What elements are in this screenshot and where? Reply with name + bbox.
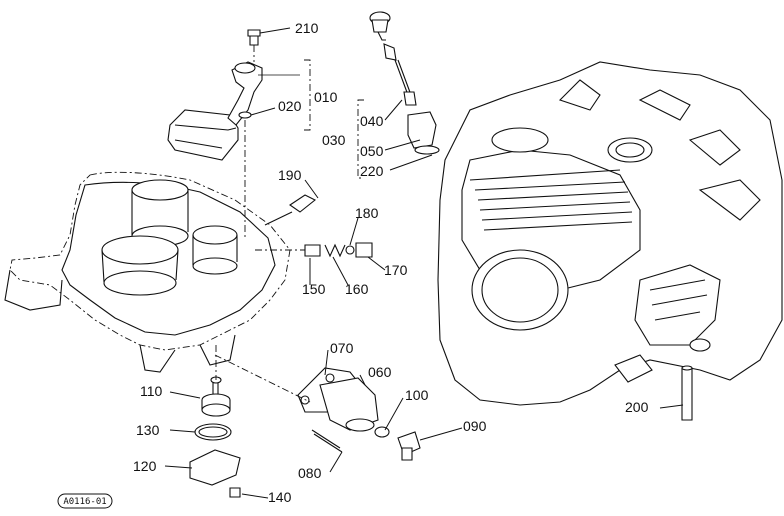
callout-030: 030: [322, 132, 346, 148]
callout-100: 100: [405, 387, 429, 403]
callout-010: 010: [314, 89, 338, 105]
callout-060: 060: [368, 364, 392, 380]
callout-110: 110: [140, 383, 163, 399]
bracket-030-group: [357, 99, 364, 179]
part-190-fitting: [264, 194, 317, 226]
callout-150: 150: [302, 281, 326, 297]
callout-140: 140: [268, 489, 292, 505]
leader-lines: [164, 27, 684, 499]
crankcase-cover: [4, 171, 291, 373]
callout-190: 190: [278, 167, 302, 183]
callout-050: 050: [360, 143, 384, 159]
callout-080: 080: [298, 465, 322, 481]
engine-block: [437, 61, 783, 406]
oil-gauge-assembly: [369, 11, 440, 155]
callout-labels: 210 010 020 030 040 050 220 190 180 170 …: [133, 20, 649, 505]
carburetor: [614, 264, 721, 421]
oil-filter-bracket: [297, 367, 421, 461]
callout-170: 170: [384, 262, 408, 278]
callout-160: 160: [345, 281, 369, 297]
callout-020: 020: [278, 98, 302, 114]
diagram-code-text: A0116-01: [63, 497, 106, 507]
callout-040: 040: [360, 113, 384, 129]
callout-210: 210: [295, 20, 319, 36]
callout-180: 180: [355, 205, 379, 221]
bracket-010-group: [304, 59, 311, 131]
callout-120: 120: [133, 458, 157, 474]
bottom-cover-parts: [189, 376, 241, 498]
callout-200: 200: [625, 399, 649, 415]
diagram-code-badge: A0116-01: [57, 493, 113, 509]
callout-090: 090: [463, 418, 487, 434]
relief-valve-parts: [255, 242, 373, 258]
callout-130: 130: [136, 422, 160, 438]
callout-220: 220: [360, 163, 384, 179]
governor-arm-assembly: [167, 29, 263, 161]
callout-070: 070: [330, 340, 354, 356]
